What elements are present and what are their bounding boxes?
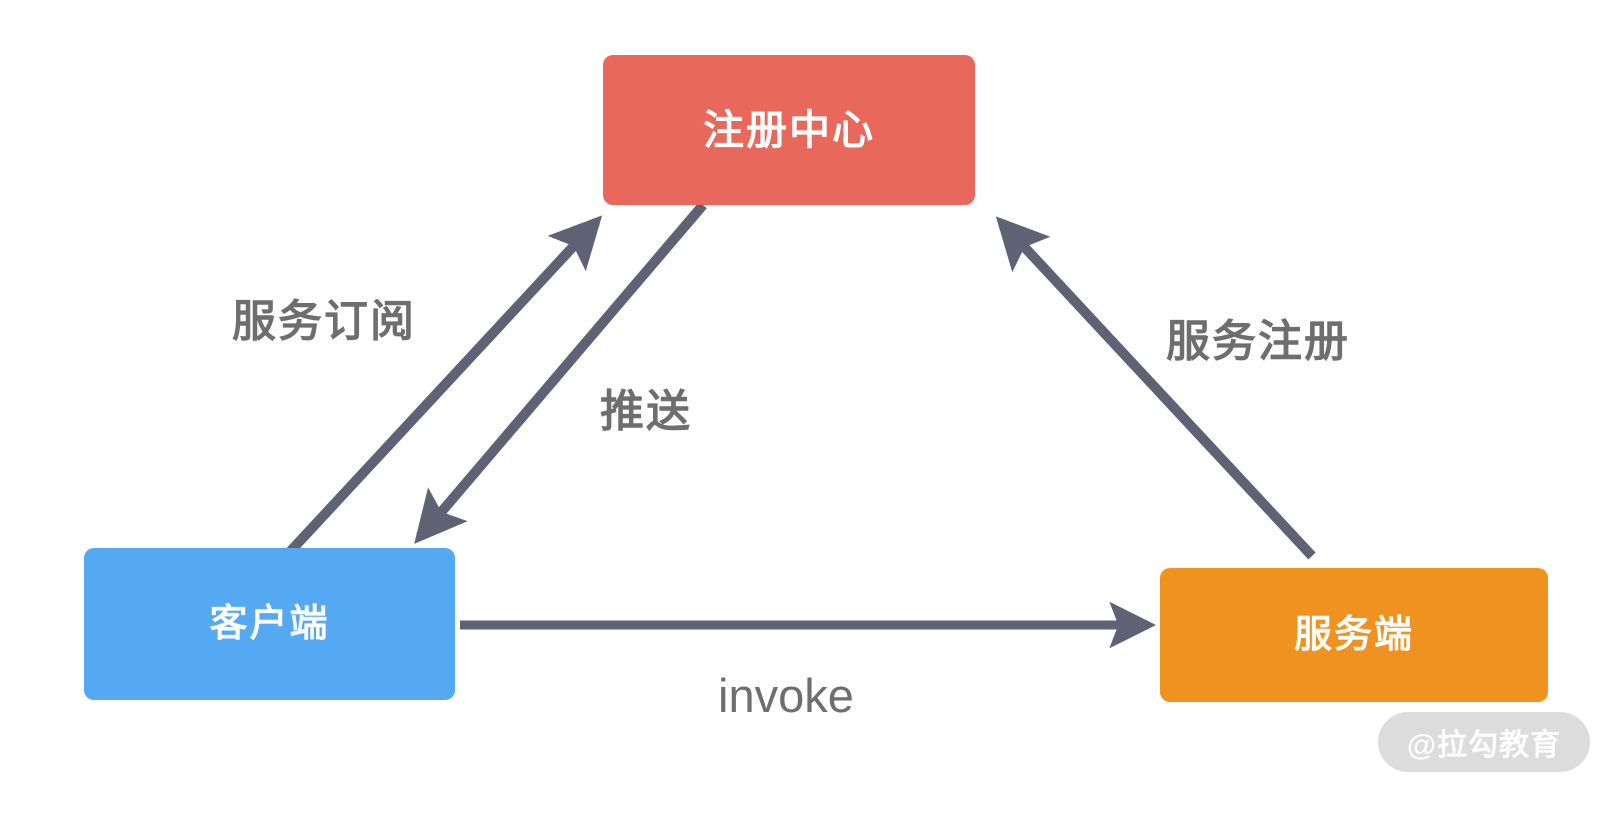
edge-push [414, 201, 707, 544]
edge-label-invoke: invoke [718, 669, 854, 722]
edge-register [995, 216, 1316, 560]
node-server-label: 服务端 [1293, 614, 1414, 656]
node-registry[interactable]: 注册中心 [603, 55, 975, 205]
edge-label-push: 推送 [600, 387, 692, 436]
watermark-badge: @拉勾教育 [1378, 712, 1590, 772]
edge-label-register: 服务注册 [1166, 317, 1350, 366]
watermark-text: @拉勾教育 [1406, 729, 1562, 762]
node-client[interactable]: 客户端 [84, 548, 455, 700]
node-registry-label: 注册中心 [703, 106, 875, 153]
edge-subscribe [282, 215, 603, 560]
node-server[interactable]: 服务端 [1160, 568, 1548, 702]
edge-label-subscribe: 服务订阅 [232, 297, 416, 346]
node-client-label: 客户端 [209, 603, 330, 645]
